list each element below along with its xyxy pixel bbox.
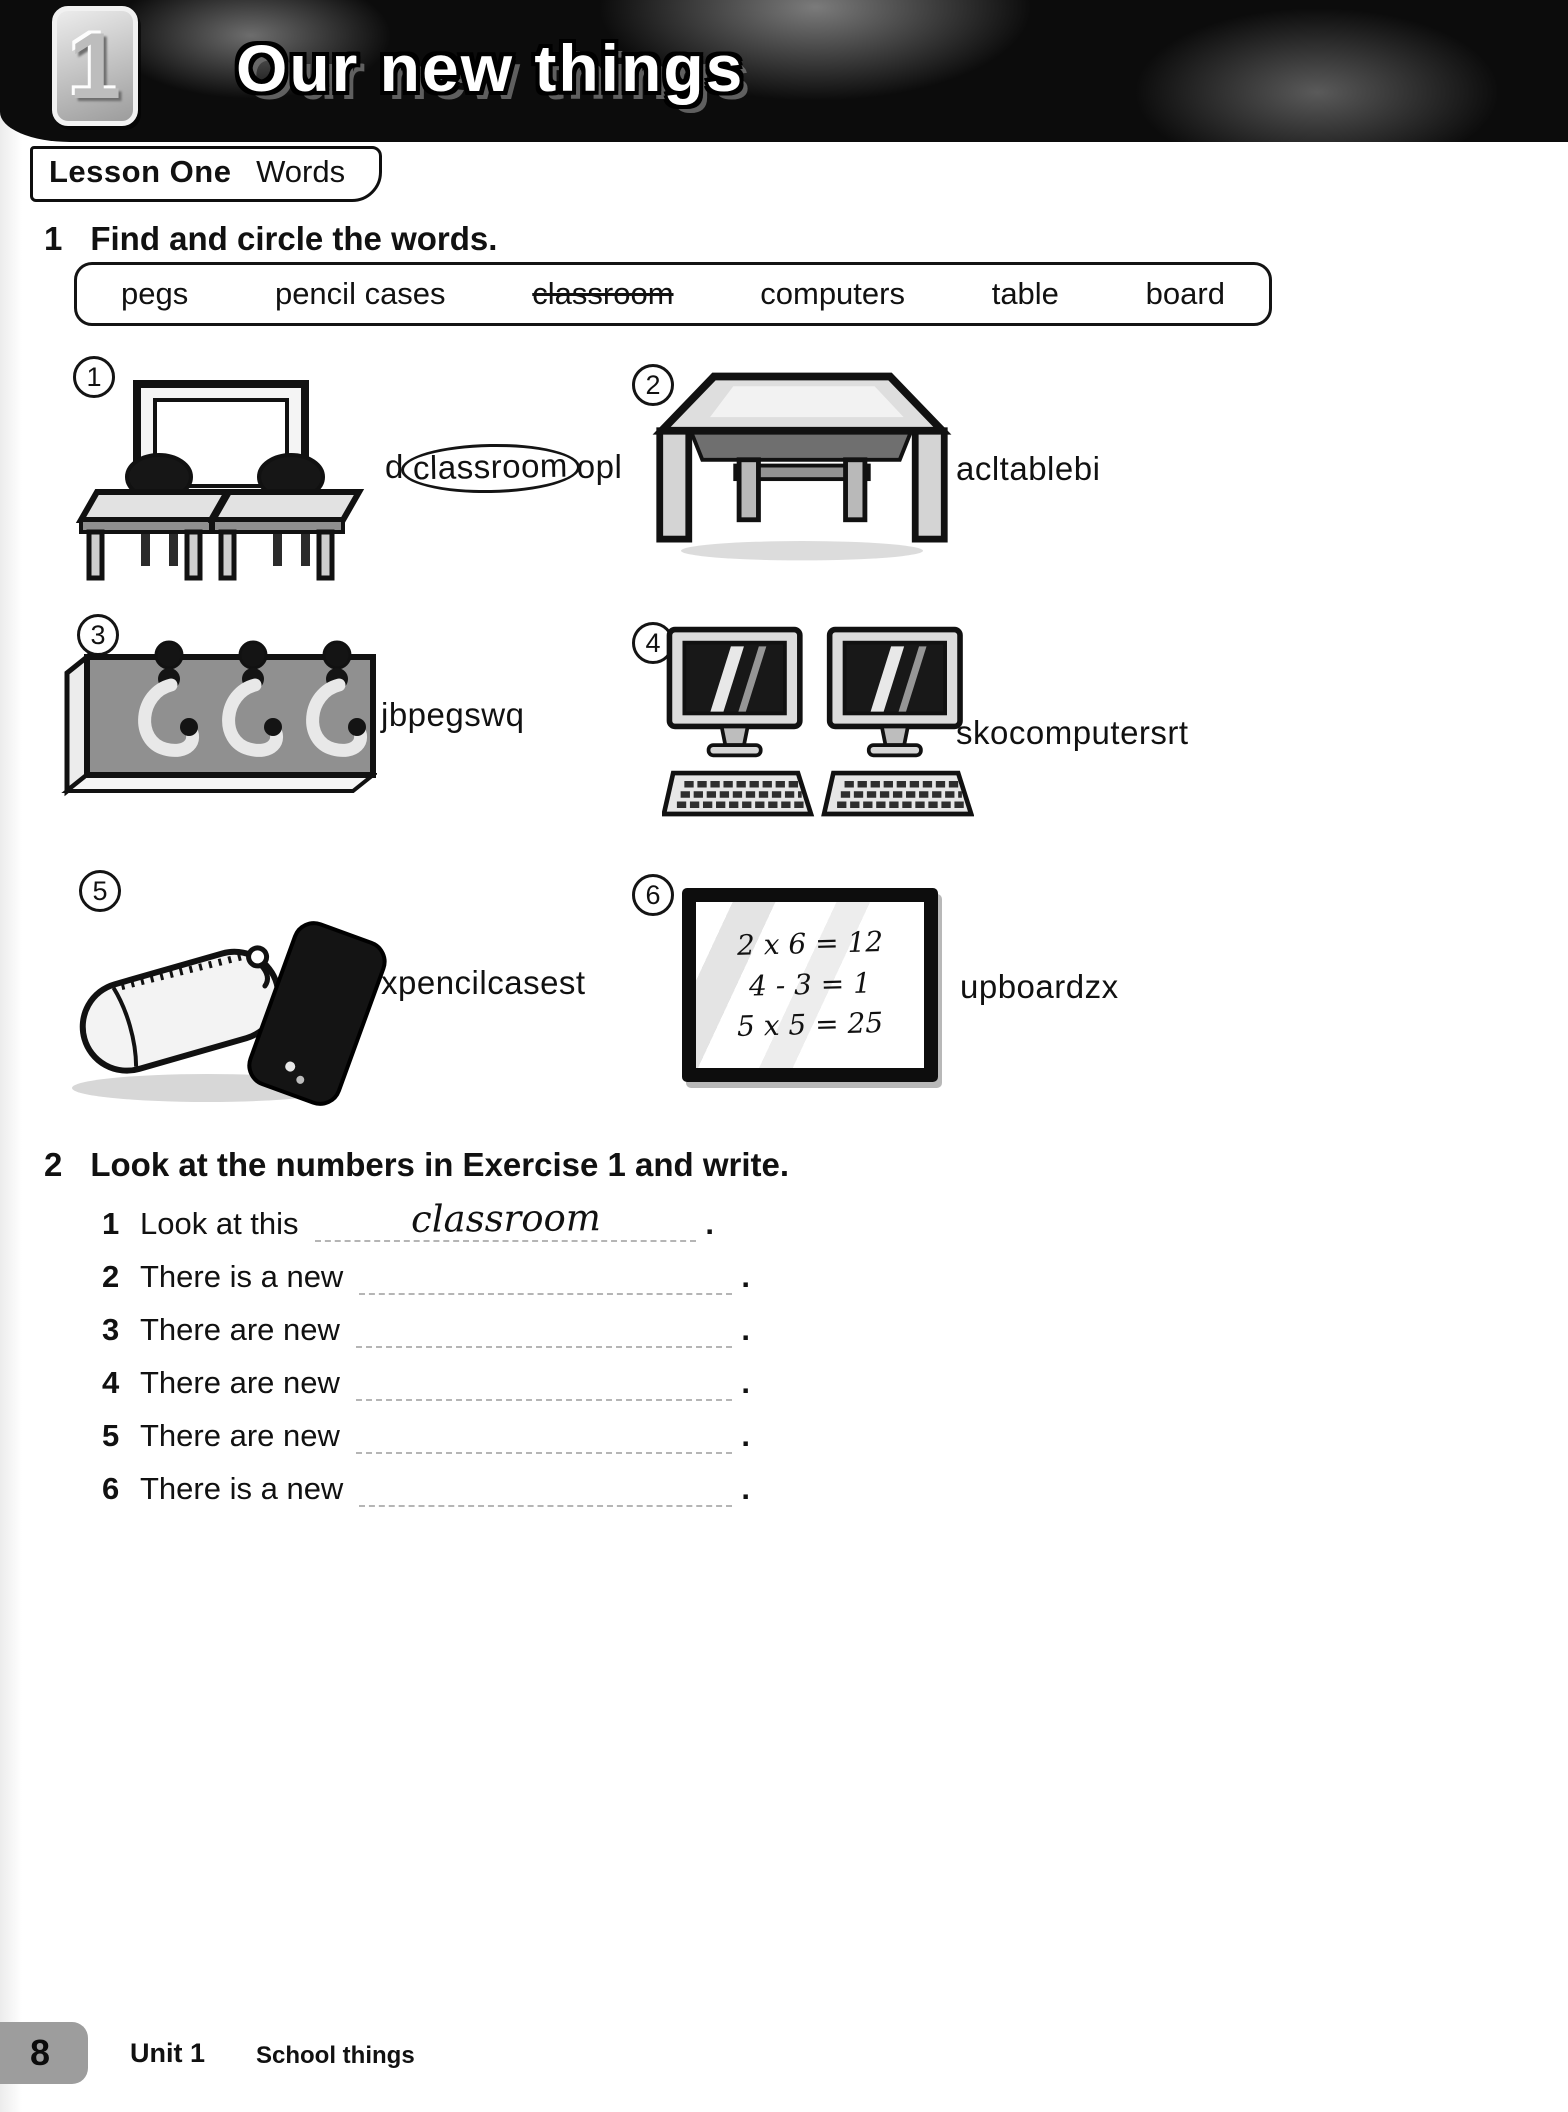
unit-title: Our new things	[236, 31, 745, 105]
exercise2-line-5: 5 There are new .	[102, 1408, 750, 1454]
lesson-tab: Lesson One Words	[30, 146, 383, 202]
pencil-cases-illustration	[57, 876, 397, 1116]
exercise1-item-2: 2 acltablebi	[618, 352, 1278, 587]
exercise1-item-6: 6 2 x 6 = 12 4 - 3 = 1 5 x 5 = 25 upboar…	[618, 866, 1308, 1106]
puzzle-word-3: jbpegswq	[381, 696, 525, 733]
line-number: 6	[102, 1471, 120, 1506]
puzzle-word-5: xpencilcasest	[381, 964, 586, 1001]
item-number-badge: 3	[77, 614, 119, 656]
exercise2-instruction: Look at the numbers in Exercise 1 and wr…	[90, 1146, 790, 1183]
table-illustration	[652, 370, 952, 565]
unit-number-box: 1	[52, 6, 138, 126]
word-bank-item-table: table	[991, 276, 1059, 311]
line-number: 3	[102, 1312, 120, 1347]
handwritten-answer: classroom	[410, 1196, 601, 1241]
lesson-label: Lesson One	[49, 154, 232, 189]
answer-blank-5[interactable]	[355, 1408, 733, 1454]
line-period: .	[741, 1365, 750, 1400]
board-equation-3: 5 x 5 = 25	[736, 1006, 884, 1044]
item-number-badge: 1	[73, 356, 115, 398]
classroom-illustration	[59, 380, 379, 585]
board-equation-1: 2 x 6 = 12	[736, 925, 884, 963]
line-period: .	[741, 1471, 750, 1506]
line-prompt: There are new	[140, 1418, 340, 1453]
puzzle-suffix: opl	[576, 448, 623, 485]
exercise1-item-5: 5 xpencilcasest	[55, 862, 675, 1112]
page-number: 8	[30, 2032, 51, 2073]
lesson-topic: Words	[256, 154, 346, 189]
page-number-tab: 8	[0, 2022, 88, 2084]
board-illustration: 2 x 6 = 12 4 - 3 = 1 5 x 5 = 25	[682, 888, 938, 1082]
answer-blank-2[interactable]	[359, 1249, 733, 1295]
exercise1-heading: 1 Find and circle the words.	[44, 220, 497, 258]
line-period: .	[741, 1259, 750, 1294]
footer-unit-label: Unit 1	[130, 2038, 206, 2068]
footer-unit-topic: School things	[256, 2042, 415, 2069]
line-number: 5	[102, 1418, 120, 1453]
line-prompt: Look at this	[140, 1206, 299, 1241]
line-prompt: There are new	[140, 1312, 340, 1347]
line-number: 1	[102, 1206, 120, 1241]
unit-number: 1	[68, 13, 122, 118]
puzzle-prefix: d	[385, 448, 404, 485]
line-period: .	[741, 1418, 750, 1453]
line-prompt: There is a new	[140, 1471, 344, 1506]
exercise2-line-1: 1 Look at this classroom .	[102, 1196, 714, 1242]
word-bank-item-pencil-cases: pencil cases	[274, 276, 446, 311]
puzzle-word-6: upboardzx	[960, 968, 1119, 1005]
exercise2-line-3: 3 There are new .	[102, 1302, 750, 1348]
line-number: 4	[102, 1365, 120, 1400]
pegs-illustration	[57, 640, 377, 800]
exercise1-item-4: 4	[618, 612, 1308, 852]
exercise1-item-3: 3 jbpegswq	[55, 608, 675, 833]
word-bank-item-computers: computers	[760, 276, 905, 311]
puzzle-word-4: skocomputersrt	[956, 714, 1189, 751]
exercise1-number: 1	[44, 220, 63, 257]
item-number-badge: 6	[632, 874, 674, 916]
line-prompt: There are new	[140, 1365, 340, 1400]
board-equation-2: 4 - 3 = 1	[748, 966, 872, 1003]
exercise2-number: 2	[44, 1146, 63, 1183]
word-bank-item-board: board	[1145, 276, 1225, 311]
exercise2-line-4: 4 There are new .	[102, 1355, 750, 1401]
exercise2-heading: 2 Look at the numbers in Exercise 1 and …	[44, 1146, 789, 1184]
line-prompt: There is a new	[140, 1259, 344, 1294]
answer-blank-4[interactable]	[355, 1355, 733, 1401]
line-number: 2	[102, 1259, 120, 1294]
word-bank-item-classroom-struck: classroom	[532, 276, 674, 311]
answer-blank-1[interactable]: classroom	[314, 1196, 697, 1242]
answer-blank-3[interactable]	[355, 1302, 733, 1348]
computers-illustration	[662, 620, 974, 832]
word-bank: pegs pencil cases classroom computers ta…	[74, 262, 1272, 326]
line-period: .	[741, 1312, 750, 1347]
item-number-badge: 2	[632, 364, 674, 406]
circled-answer-classroom: classroom	[400, 442, 581, 495]
puzzle-word-2: acltablebi	[956, 450, 1101, 487]
item-number-badge: 5	[79, 870, 121, 912]
exercise1-instruction: Find and circle the words.	[90, 220, 498, 257]
exercise2-line-2: 2 There is a new .	[102, 1249, 750, 1295]
unit-banner: 1 Our new things	[0, 0, 1568, 142]
answer-blank-6[interactable]	[359, 1461, 733, 1507]
line-period: .	[705, 1206, 714, 1241]
exercise2-line-6: 6 There is a new .	[102, 1461, 750, 1507]
word-bank-item-pegs: pegs	[121, 276, 189, 311]
